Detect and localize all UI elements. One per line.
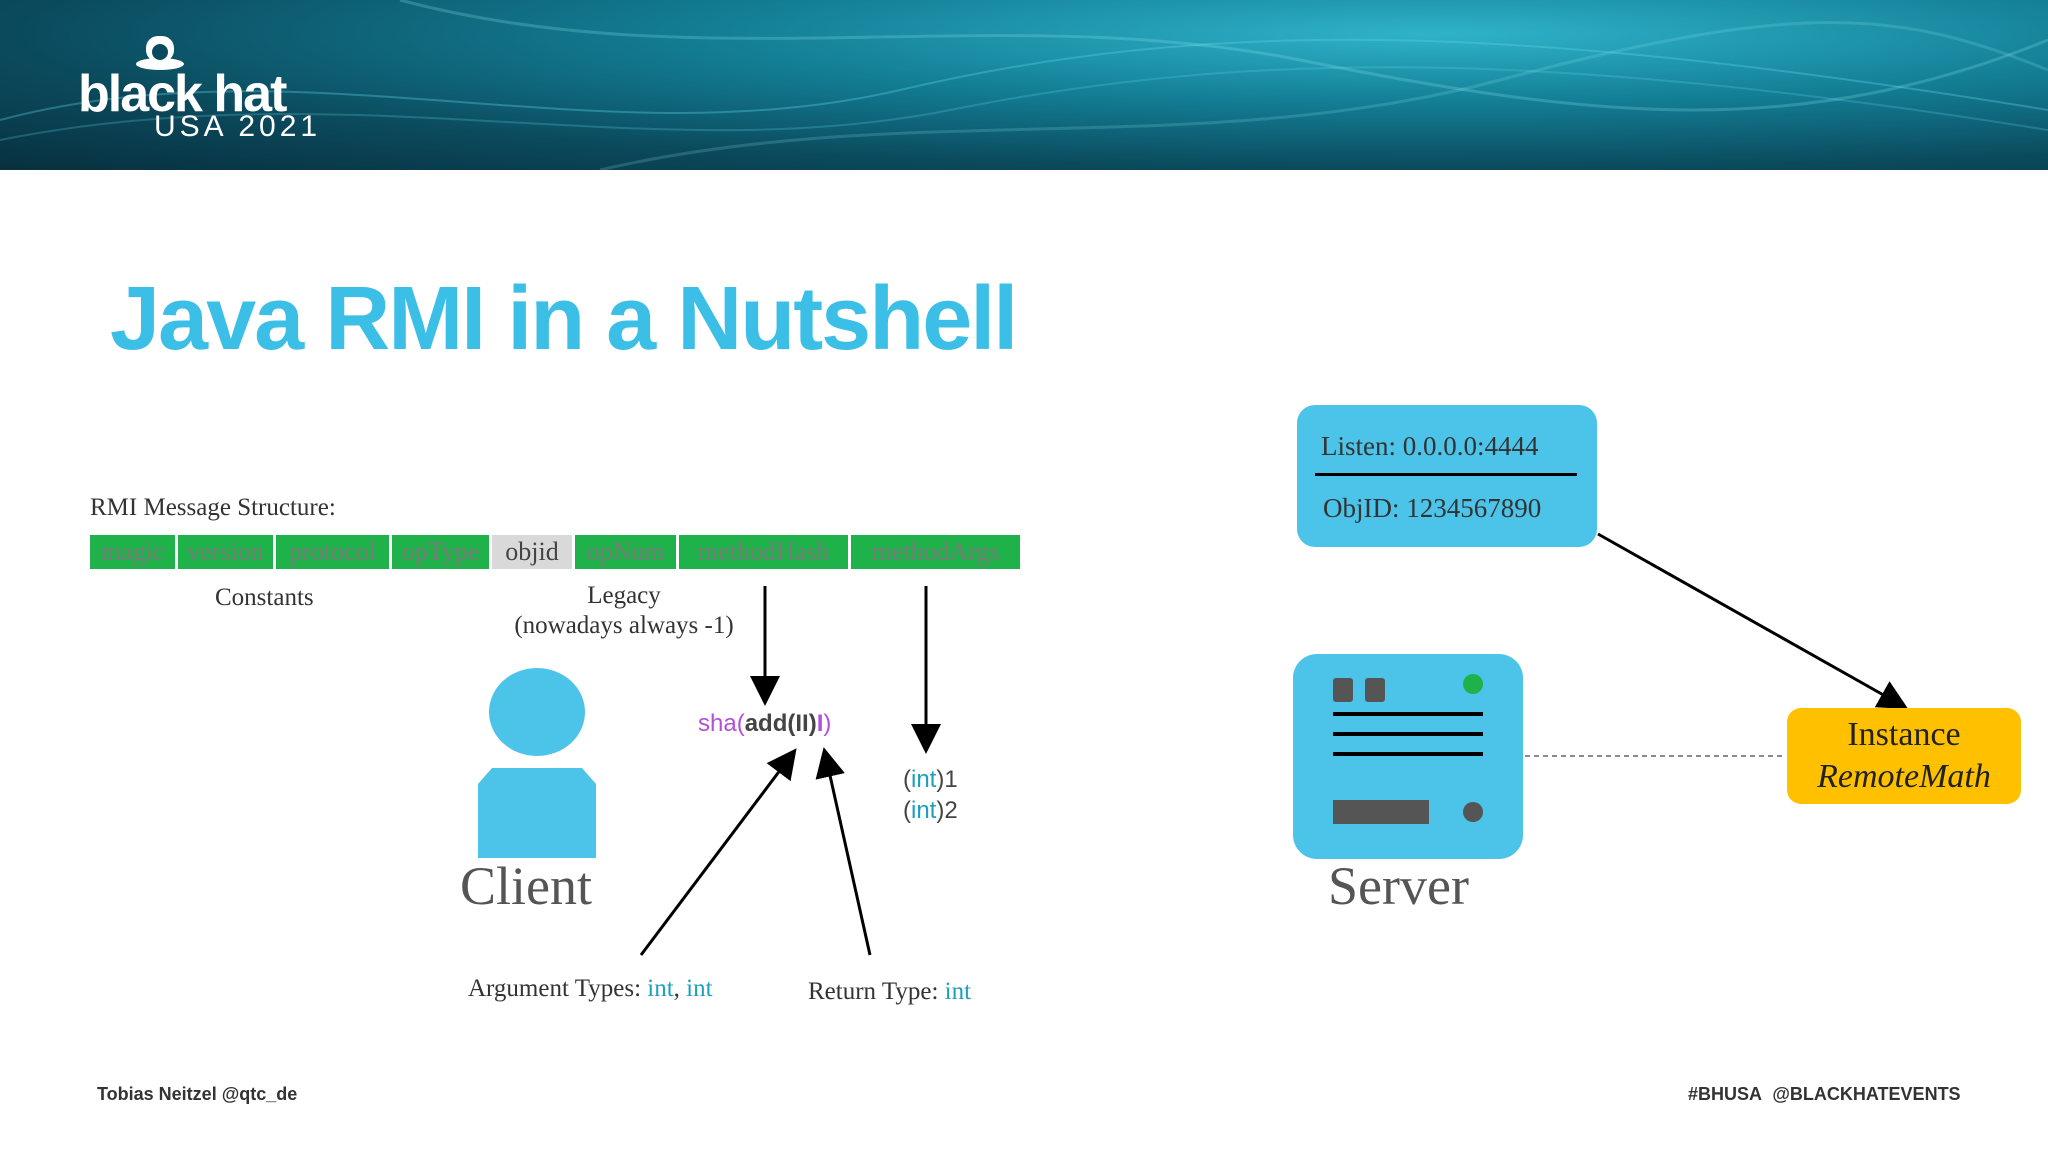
method-args-values: (int)1 (int)2 [903, 764, 958, 826]
field-magic: magic [90, 535, 175, 569]
banner-wave-pattern [0, 0, 2048, 170]
return-type-caption: Return Type: int [808, 978, 972, 1005]
header-banner: black hat USA 2021 [0, 0, 2048, 170]
hash-prefix: sha( [698, 710, 745, 737]
arrow-argument-types [639, 748, 797, 956]
field-opnum: opNum [575, 535, 676, 569]
field-methodargs: methodArgs [851, 535, 1020, 569]
listen-address: Listen: 0.0.0.0:4444 [1321, 431, 1539, 461]
hat-icon [136, 36, 184, 70]
objid-value: ObjID: 1234567890 [1323, 493, 1542, 523]
message-structure-fields: magic version protocol opType objid opNu… [90, 535, 1023, 569]
caption-constants: Constants [215, 584, 314, 611]
field-optype: opType [392, 535, 489, 569]
arg-value-1: (int)1 [903, 766, 958, 793]
server-details [1333, 674, 1483, 824]
method-hash-expression: sha(add(II)I) [698, 710, 831, 738]
client-label: Client [460, 856, 592, 916]
arrow-listen-to-instance [1597, 532, 1909, 709]
caption-legacy-note: (nowadays always -1) [514, 612, 734, 639]
footer-tags: #BHUSA @BLACKHATEVENTS [1688, 1084, 1961, 1104]
footer-author: Tobias Neitzel @qtc_de [97, 1084, 298, 1104]
hash-return: I [816, 710, 824, 737]
field-version: version [178, 535, 273, 569]
hash-method: add [744, 710, 788, 737]
slide-title: Java RMI in a Nutshell [110, 269, 1018, 369]
logo-edition: USA 2021 [154, 110, 322, 143]
arrow-return-type [815, 747, 872, 956]
server-endpoint-box: Listen: 0.0.0.0:4444 ObjID: 1234567890 [1297, 405, 1597, 547]
client-person-icon [478, 668, 596, 858]
instance-class-name: RemoteMath [1817, 758, 1991, 795]
field-objid: objid [492, 535, 572, 569]
server-label: Server [1328, 856, 1469, 916]
hash-args: (II) [787, 710, 817, 737]
server-icon [1293, 654, 1523, 859]
argument-types-caption: Argument Types: int, int [468, 975, 713, 1002]
endpoint-divider [1315, 473, 1577, 476]
logo-brand: black hat [78, 65, 287, 123]
hash-suffix: ) [823, 710, 832, 737]
caption-legacy: Legacy [587, 582, 661, 609]
field-methodhash: methodHash [679, 535, 848, 569]
arg-value-2: (int)2 [903, 797, 958, 824]
message-structure-label: RMI Message Structure: [90, 494, 336, 521]
field-protocol: protocol [276, 535, 389, 569]
remote-object-instance: Instance RemoteMath [1787, 708, 2021, 804]
instance-label: Instance [1847, 716, 1961, 753]
